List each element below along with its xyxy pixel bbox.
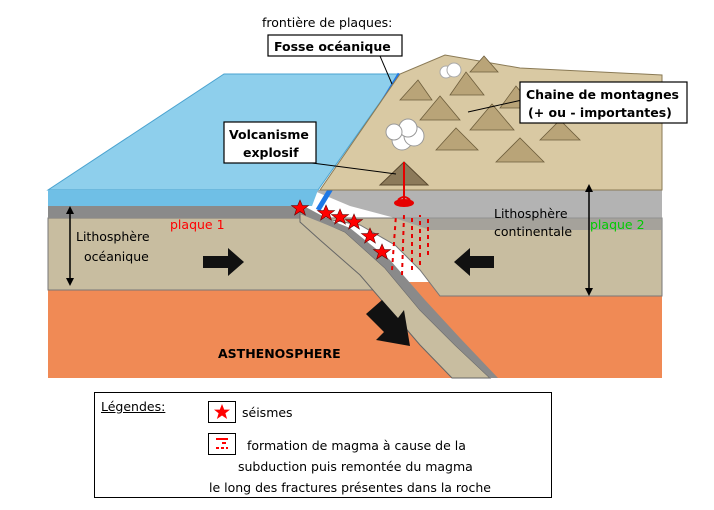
earthquake-star	[330, 208, 350, 225]
oceanic-lithosphere-label-line1: Lithosphère	[76, 229, 150, 244]
continental-lithosphere-label-line2: continentale	[494, 224, 572, 239]
asthenosphere-label: ASTHENOSPHERE	[218, 346, 341, 361]
arrow-subduction	[366, 300, 410, 346]
mountains-label-line1: Chaine de montagnes	[526, 87, 679, 102]
trench-label: Fosse océanique	[274, 39, 391, 54]
earthquake-star	[360, 227, 380, 244]
mountains-label-box	[519, 81, 688, 124]
mountains-label-line2: (+ ou - importantes)	[528, 105, 672, 120]
magma-conduit	[397, 162, 411, 201]
earthquake-star	[372, 243, 392, 260]
magma-rising-dashes	[391, 214, 429, 276]
continental-lithosphere-label-line1: Lithosphère	[494, 206, 568, 221]
legend-title: Légendes:	[101, 399, 166, 414]
ash-cloud	[385, 118, 425, 151]
slab-upper-edge	[300, 212, 498, 378]
thickness-arrow-continental	[585, 184, 593, 296]
earthquake-star-icon	[214, 404, 230, 419]
legend-magma-line2: subduction puis remontée du magma	[238, 459, 473, 474]
legend-panel: Légendes: séismes formation de magma à c…	[94, 392, 552, 498]
plate2-label: plaque 2	[590, 217, 645, 232]
boundary-title: frontière de plaques:	[262, 15, 392, 30]
oceanic-lithosphere-label-line2: océanique	[84, 249, 149, 264]
trench-label-box	[267, 34, 403, 57]
ocean-front	[48, 190, 318, 206]
legend-earthquakes-label: séismes	[242, 405, 293, 420]
volcanism-pointer	[311, 162, 397, 175]
arrow-right-oceanic	[203, 248, 244, 276]
volcanism-label-box	[223, 121, 317, 164]
mountain-range	[399, 55, 581, 163]
legend-magma-line1: formation de magma à cause de la	[247, 438, 466, 453]
earthquake-star	[344, 213, 364, 230]
thickness-arrow-oceanic	[66, 206, 74, 286]
magma-key-box	[208, 433, 236, 455]
mountains-pointer	[467, 99, 523, 113]
volcanism-label-line1: Volcanisme	[229, 127, 309, 142]
arrow-left-continental	[454, 248, 494, 276]
asthenosphere-layer	[48, 282, 662, 378]
legend-magma-line3: le long des fractures présentes dans la …	[209, 480, 491, 495]
magma-dash-icon	[216, 438, 228, 449]
volcanism-label-line2: explosif	[243, 145, 299, 160]
trench-pointer	[379, 55, 393, 85]
earthquake-star	[290, 199, 310, 216]
magma-chamber	[394, 199, 414, 207]
earthquake-key-box	[208, 401, 236, 423]
plate1-label: plaque 1	[170, 217, 225, 232]
earthquake-star	[316, 204, 336, 221]
oceanic-crust	[48, 204, 395, 292]
earthquake-stars	[290, 199, 392, 260]
volcano-cloud-small	[439, 62, 462, 79]
